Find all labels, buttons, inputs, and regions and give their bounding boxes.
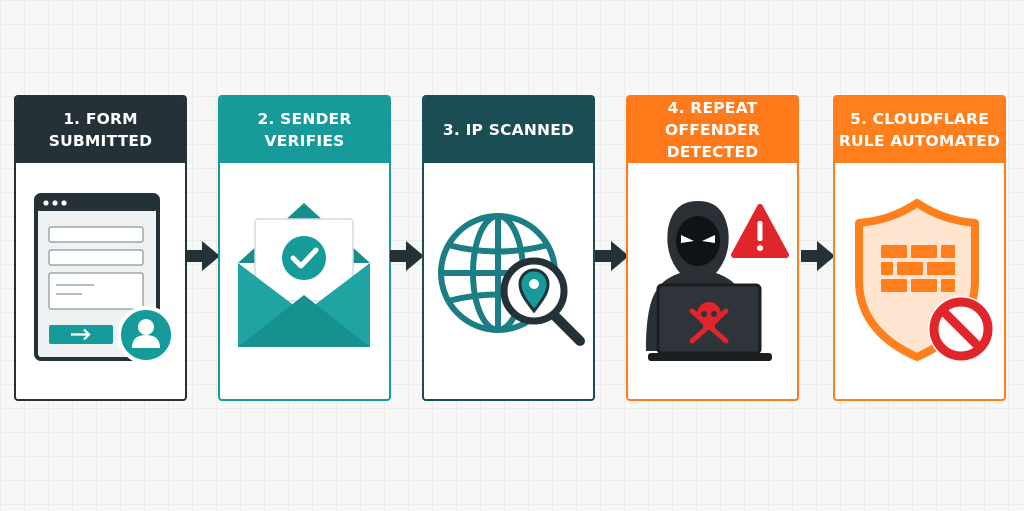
connector-arrow-icon: [801, 241, 835, 271]
step-card-form-submitted: 1. FORM SUBMITTED: [14, 95, 187, 401]
brick-wall-icon: [881, 245, 955, 292]
step-card-cloudflare-rule-automated: 5. CLOUDFLARE RULE AUTOMATED: [833, 95, 1006, 401]
step-header: 1. FORM SUBMITTED: [16, 97, 185, 163]
step-illustration: [628, 163, 797, 399]
blocked-icon: [928, 296, 994, 362]
browser-form-icon: [34, 193, 160, 361]
step-title: 2. SENDER VERIFIES: [257, 110, 352, 150]
step-title: 5. CLOUDFLARE RULE AUTOMATED: [838, 110, 1001, 150]
step-title: 4. REPEAT OFFENDER DETECTED: [665, 99, 760, 161]
step-card-ip-scanned: 3. IP SCANNED: [422, 95, 595, 401]
warning-icon: [731, 204, 789, 258]
connector-arrow-icon: [390, 241, 424, 271]
step-header: 2. SENDER VERIFIES: [220, 97, 389, 163]
location-pin-icon: [518, 268, 550, 314]
arrow-right-icon: [71, 328, 91, 341]
user-icon: [117, 306, 175, 364]
step-title: 1. FORM SUBMITTED: [48, 110, 153, 150]
step-illustration: [835, 163, 1004, 399]
step-header: 4. REPEAT OFFENDER DETECTED: [628, 97, 797, 163]
step-header: 5. CLOUDFLARE RULE AUTOMATED: [835, 97, 1004, 163]
step-header: 3. IP SCANNED: [424, 97, 593, 163]
check-icon: [282, 236, 326, 280]
skull-crossbones-icon: [689, 302, 729, 344]
connector-arrow-icon: [186, 241, 220, 271]
step-illustration: [16, 163, 185, 399]
connector-arrow-icon: [595, 241, 629, 271]
step-title: 3. IP SCANNED: [442, 121, 575, 139]
step-illustration: [424, 163, 593, 399]
step-card-repeat-offender-detected: 4. REPEAT OFFENDER DETECTED: [626, 95, 799, 401]
step-illustration: [220, 163, 389, 399]
step-card-sender-verifies: 2. SENDER VERIFIES: [218, 95, 391, 401]
